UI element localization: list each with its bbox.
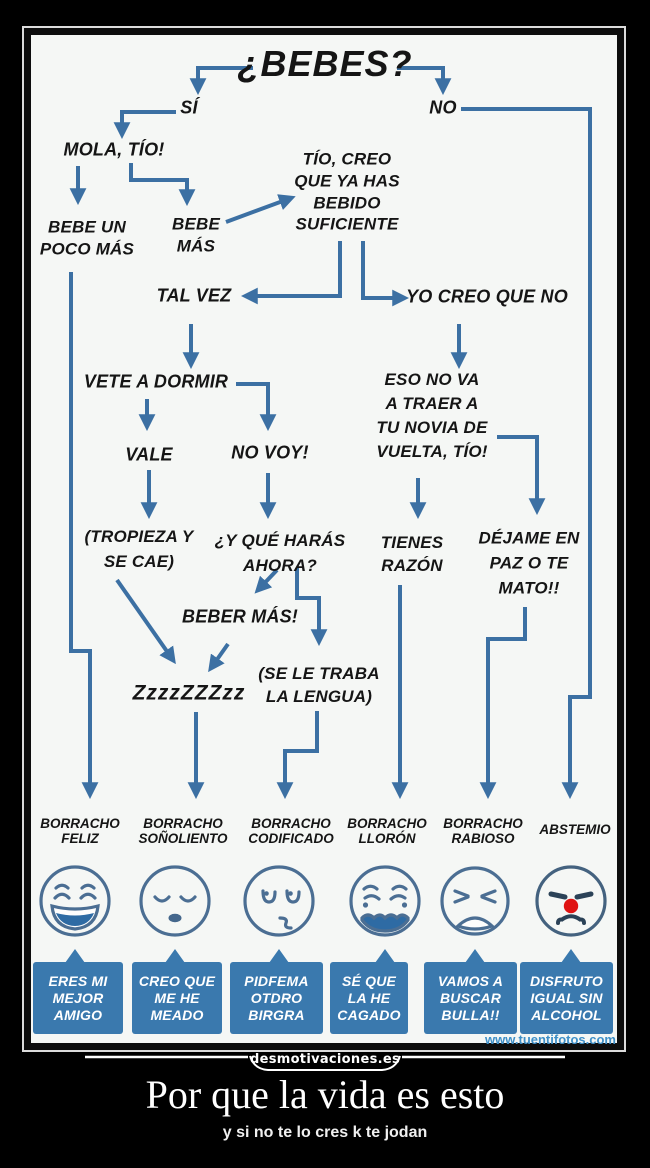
flow-node-eso-no-va: ESO NO VA A TRAER A TU NOVIA DE VUELTA, … bbox=[376, 370, 488, 461]
outcome-caption-codificado: PIDFEMA OTDRO BIRGRA bbox=[230, 962, 323, 1034]
outcome-label-sonoliento: BORRACHO SOÑOLIENTO bbox=[138, 816, 228, 846]
flow-node-no: NO bbox=[429, 97, 457, 118]
outcome-caption-feliz: ERES MI MEJOR AMIGO bbox=[33, 962, 123, 1034]
flow-node-y-que-haras: ¿Y QUÉ HARÁS AHORA? bbox=[214, 531, 346, 575]
outcome-caption-rabioso: VAMOS A BUSCAR BULLA!! bbox=[424, 962, 517, 1034]
crying-drunk-face-icon bbox=[349, 865, 421, 937]
outcome-caption-sonoliento: CREO QUE ME HE MEADO bbox=[132, 962, 222, 1034]
flow-node-beber-mas: BEBER MÁS! bbox=[181, 606, 299, 627]
poster-subtitle: y si no te lo cres k te jodan bbox=[222, 1124, 428, 1141]
sleepy-drunk-face-icon bbox=[139, 865, 211, 937]
outcome-caption-lloron: SÉ QUE LA HE CAGADO bbox=[330, 962, 408, 1034]
flow-node-tio-creo: TÍO, CREO QUE YA HAS BEBIDO SUFICIENTE bbox=[294, 149, 400, 234]
flow-node-vale: VALE bbox=[125, 444, 173, 465]
flow-node-tropieza: (TROPIEZA Y SE CAE) bbox=[84, 527, 194, 571]
flow-node-mola-tio: MOLA, TÍO! bbox=[63, 139, 165, 160]
bubble-pointer bbox=[269, 949, 289, 963]
flow-node-si: SÍ bbox=[180, 97, 198, 118]
outcome-label-codificado: BORRACHO CODIFICADO bbox=[248, 816, 334, 846]
flow-node-dejame: DÉJAME EN PAZ O TE MATO!! bbox=[478, 528, 580, 598]
site-badge: desmotivaciones.es bbox=[249, 1052, 401, 1067]
flow-node-tienes-razon: TIENES RAZÓN bbox=[380, 533, 444, 575]
flow-node-zzz: ZzzzZZZzz bbox=[132, 681, 246, 705]
sober-face-icon bbox=[535, 865, 607, 937]
flow-node-bebe-mas: BEBE MÁS bbox=[171, 214, 221, 255]
flow-title: ¿BEBES? bbox=[237, 42, 413, 84]
flow-node-no-voy: NO VOY! bbox=[231, 442, 309, 463]
outcome-label-feliz: BORRACHO FELIZ bbox=[40, 816, 120, 846]
watermark-url: www.tuentifotos.com bbox=[485, 1032, 616, 1047]
flow-node-bebe-un-poco: BEBE UN POCO MÁS bbox=[39, 217, 135, 258]
outcome-label-rabioso: BORRACHO RABIOSO bbox=[443, 816, 523, 846]
bubble-pointer bbox=[375, 949, 395, 963]
outcome-label-abstemio: ABSTEMIO bbox=[539, 822, 611, 837]
flow-node-yo-creo-que-no: YO CREO QUE NO bbox=[406, 286, 568, 307]
poster-title: Por que la vida es esto bbox=[145, 1072, 505, 1117]
flow-node-vete-a-dormir: VETE A DORMIR bbox=[83, 371, 229, 392]
angry-drunk-face-icon bbox=[440, 866, 510, 936]
flow-node-tal-vez: TAL VEZ bbox=[156, 285, 232, 306]
outcome-caption-abstemio: DISFRUTO IGUAL SIN ALCOHOL bbox=[520, 962, 613, 1034]
outcome-label-lloron: BORRACHO LLORÓN bbox=[347, 816, 427, 846]
bubble-pointer bbox=[65, 949, 85, 963]
bubble-pointer bbox=[561, 949, 581, 963]
bubble-pointer bbox=[465, 949, 485, 963]
bubble-pointer bbox=[165, 949, 185, 963]
slurring-drunk-face-icon bbox=[243, 865, 315, 937]
flow-node-se-le-traba: (SE LE TRABA LA LENGUA) bbox=[258, 664, 380, 706]
happy-drunk-face-icon bbox=[39, 865, 111, 937]
